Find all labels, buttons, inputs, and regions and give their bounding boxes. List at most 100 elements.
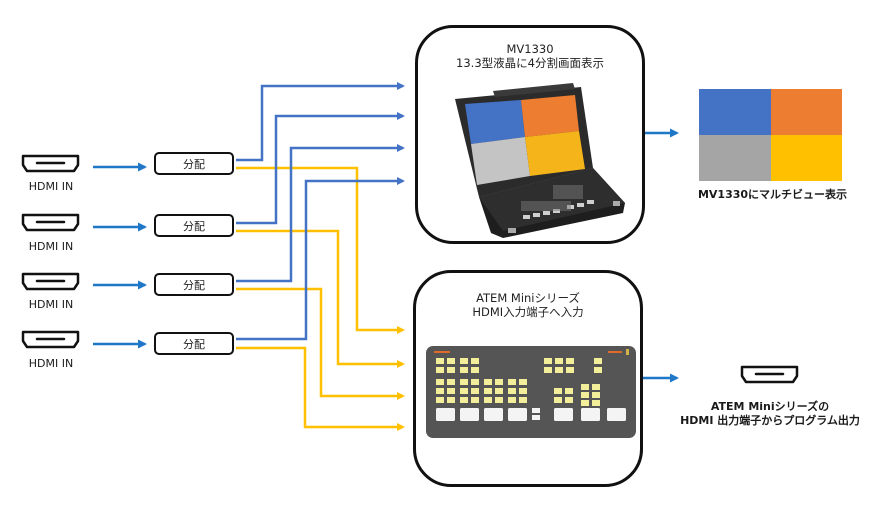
atem-key — [447, 379, 455, 385]
atem-big-key — [460, 408, 479, 421]
atem-big-key — [607, 408, 626, 421]
hdmi-in-icon-3 — [21, 272, 80, 291]
atem-key — [566, 358, 574, 364]
atem-key — [565, 397, 573, 403]
atem-key — [508, 379, 516, 385]
atem-key — [508, 388, 516, 394]
atem-key — [447, 388, 455, 394]
atem-key — [519, 397, 527, 403]
atem-key — [519, 388, 527, 394]
atem-key — [436, 379, 444, 385]
atem-key — [471, 367, 479, 373]
hdmi-out-icon — [740, 365, 799, 384]
atem-key — [447, 397, 455, 403]
atem-key — [592, 392, 600, 398]
atem-key — [447, 367, 455, 373]
atem-key — [544, 367, 552, 373]
mv1330-description: 13.3型液晶に4分割画面表示 — [456, 56, 604, 70]
atem-key — [436, 367, 444, 373]
hdmi-in-label-4: HDMI IN — [28, 357, 74, 370]
atem-title: ATEM Miniシリーズ HDMI入力端子へ入力 — [416, 291, 640, 319]
multiview-output-display — [699, 89, 842, 181]
yellow-route-4 — [236, 346, 405, 431]
hdmi-in-label-1: HDMI IN — [28, 180, 74, 193]
atem-key — [471, 358, 479, 364]
atem-key — [471, 379, 479, 385]
hdmi-in-icon-2 — [21, 213, 80, 232]
atem-small-key — [532, 408, 540, 413]
splitter-box-2: 分配 — [154, 214, 234, 237]
atem-key — [436, 358, 444, 364]
blue-route-1 — [236, 82, 405, 162]
splitter-label: 分配 — [183, 219, 205, 233]
splitter-label: 分配 — [183, 278, 205, 292]
yellow-route-3 — [236, 287, 405, 400]
atem-key — [460, 397, 468, 403]
multiview-quadrant-gray — [699, 135, 771, 181]
hdmi-in-icon-1 — [21, 154, 80, 173]
atem-series-name: ATEM Miniシリーズ — [476, 291, 580, 305]
multiview-caption: MV1330にマルチビュー表示 — [697, 188, 848, 201]
atem-big-key — [508, 408, 527, 421]
atem-key — [508, 397, 516, 403]
atem-device-image — [426, 346, 636, 438]
atem-device-box: ATEM Miniシリーズ HDMI入力端子へ入力 — [413, 270, 643, 487]
atem-description: HDMI入力端子へ入力 — [472, 305, 584, 319]
yellow-route-1 — [236, 166, 405, 334]
atem-key — [594, 367, 602, 373]
atem-key — [594, 358, 602, 364]
atem-big-key — [554, 408, 573, 421]
hdmi-in-label-3: HDMI IN — [28, 298, 74, 311]
atem-key — [495, 379, 503, 385]
program-output-caption-line2: HDMI 出力端子からプログラム出力 — [680, 414, 860, 427]
atem-key — [519, 379, 527, 385]
atem-key — [471, 388, 479, 394]
atem-key — [436, 397, 444, 403]
atem-key — [555, 358, 563, 364]
multiview-quadrant-blue — [699, 89, 771, 135]
atem-key — [484, 379, 492, 385]
multiview-quadrant-orange — [771, 89, 842, 135]
splitter-label: 分配 — [183, 157, 205, 171]
program-output-caption-line1: ATEM Miniシリーズの — [710, 400, 830, 413]
atem-small-key — [532, 415, 540, 420]
atem-key — [460, 388, 468, 394]
atem-key — [592, 384, 600, 390]
hdmi-in-icon-4 — [21, 330, 80, 349]
multiview-quadrant-yellow — [771, 135, 842, 181]
program-output-caption: ATEM Miniシリーズの HDMI 出力端子からプログラム出力 — [680, 400, 860, 428]
atem-key — [554, 388, 562, 394]
mv1330-title: MV1330 13.3型液晶に4分割画面表示 — [418, 42, 642, 70]
atem-key — [460, 358, 468, 364]
hdmi-in-label-2: HDMI IN — [28, 240, 74, 253]
splitter-box-4: 分配 — [154, 332, 234, 355]
atem-key — [495, 397, 503, 403]
atem-key — [565, 388, 573, 394]
atem-key — [555, 367, 563, 373]
splitter-box-3: 分配 — [154, 273, 234, 296]
atem-big-key — [484, 408, 503, 421]
atem-big-key — [436, 408, 455, 421]
atem-key — [447, 358, 455, 364]
atem-key — [544, 358, 552, 364]
atem-key — [581, 384, 589, 390]
atem-key — [484, 388, 492, 394]
mv1330-device-box: MV1330 13.3型液晶に4分割画面表示 — [415, 25, 645, 244]
atem-key — [554, 397, 562, 403]
yellow-route-2 — [236, 229, 405, 368]
mv1330-device-image — [455, 83, 625, 238]
atem-key — [460, 367, 468, 373]
blue-route-2 — [236, 112, 405, 225]
blue-route-4 — [236, 177, 405, 341]
atem-key — [460, 379, 468, 385]
atem-key — [592, 400, 600, 406]
atem-big-key — [581, 408, 600, 421]
atem-key — [436, 388, 444, 394]
atem-key — [566, 367, 574, 373]
atem-key — [484, 397, 492, 403]
atem-key — [495, 388, 503, 394]
mv1330-model: MV1330 — [506, 42, 554, 56]
atem-key — [581, 392, 589, 398]
blue-route-3 — [236, 144, 405, 283]
